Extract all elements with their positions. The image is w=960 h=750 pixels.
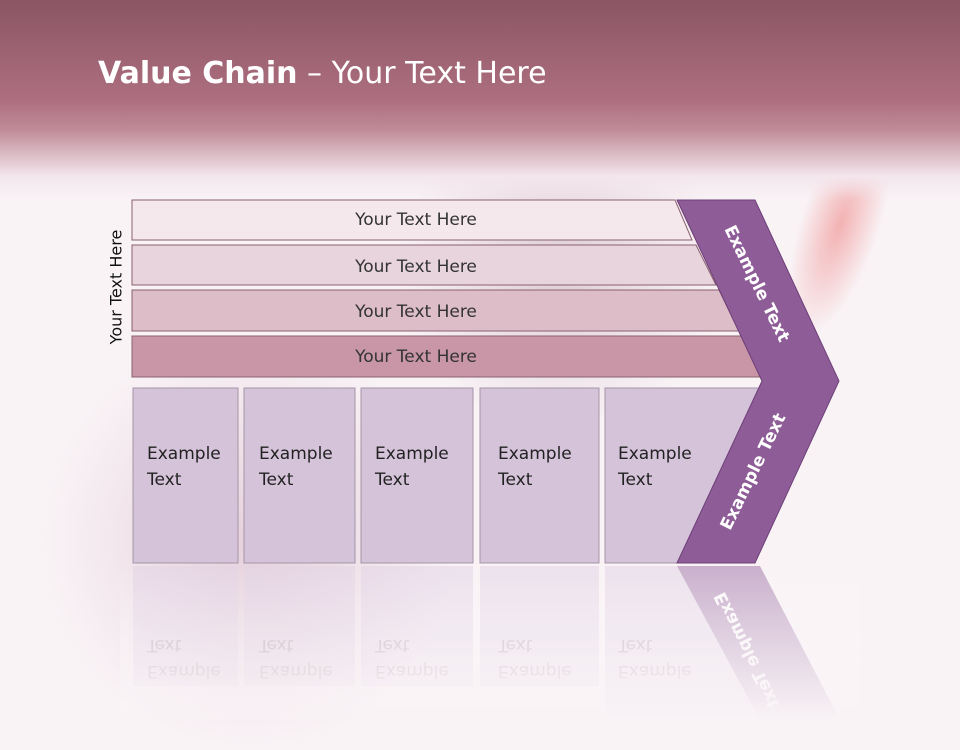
activity-column-2 <box>243 387 356 564</box>
support-row-2 <box>131 244 717 286</box>
column-label: Text <box>146 470 182 490</box>
margin-chevron <box>676 199 840 564</box>
column-label: Example <box>375 444 449 464</box>
column-label: Example <box>147 444 221 464</box>
reflection: Example Text Example Text Example Text E… <box>120 566 860 720</box>
support-row-1 <box>131 199 693 241</box>
activity-column-3 <box>360 387 474 564</box>
column-label: Example <box>259 444 333 464</box>
column-label: Text <box>617 470 653 490</box>
row-label: Your Text Here <box>354 302 477 322</box>
row-label: Your Text Here <box>354 257 477 277</box>
column-label: Example <box>498 444 572 464</box>
column-label: Text <box>258 470 294 490</box>
header-band <box>0 0 960 200</box>
activity-column-1 <box>132 387 239 564</box>
column-label: Text <box>374 470 410 490</box>
activity-column-4 <box>479 387 600 564</box>
column-label: Text <box>497 470 533 490</box>
column-label: Example <box>618 444 692 464</box>
slide-title: Value Chain – Your Text Here <box>98 56 547 91</box>
value-chain-diagram: Example Text Example Text Example Text E… <box>120 199 860 720</box>
row-label: Your Text Here <box>354 210 477 230</box>
row-label: Your Text Here <box>354 347 477 367</box>
